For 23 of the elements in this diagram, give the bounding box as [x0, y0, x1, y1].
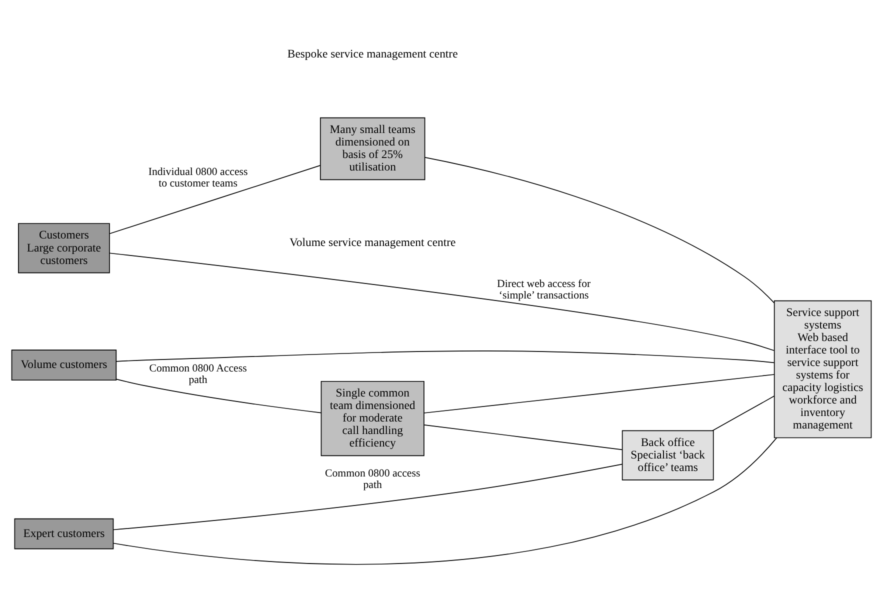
- node-box: Single common team dimensioned for moderate call handling efficiency: [320, 380, 424, 456]
- connector: [424, 424, 623, 450]
- node-box: Service support systems Web based interface tool to service support systems for capacity logistics workforce and inventory management: [774, 300, 872, 438]
- connector: [109, 164, 321, 234]
- connector: [112, 463, 623, 530]
- connector: [116, 378, 322, 413]
- edge-label: Common 0800 Access path: [149, 362, 247, 386]
- connector: [712, 395, 775, 431]
- label: Volume service management centre: [289, 236, 456, 249]
- edge-label: Individual 0800 access to customer teams: [148, 165, 248, 190]
- connector: [116, 350, 774, 363]
- connector: [109, 252, 774, 350]
- node-box: Customers Large corporate customers: [18, 222, 110, 273]
- connector: [424, 374, 775, 413]
- node-box: Expert customers: [14, 518, 114, 549]
- connector: [424, 156, 775, 303]
- node-box: Many small teams dimensioned on basis of 25% utilisation: [320, 116, 426, 180]
- connector: [113, 436, 778, 564]
- label: Bespoke service management centre: [287, 46, 458, 60]
- node-box: Back office Specialist ‘back office’ teams: [622, 430, 714, 480]
- edge-label: Common 0800 access path: [325, 467, 420, 491]
- edge-label: Direct web access for ‘simple’ transactions: [496, 277, 591, 302]
- node-box: Volume customers: [11, 349, 117, 380]
